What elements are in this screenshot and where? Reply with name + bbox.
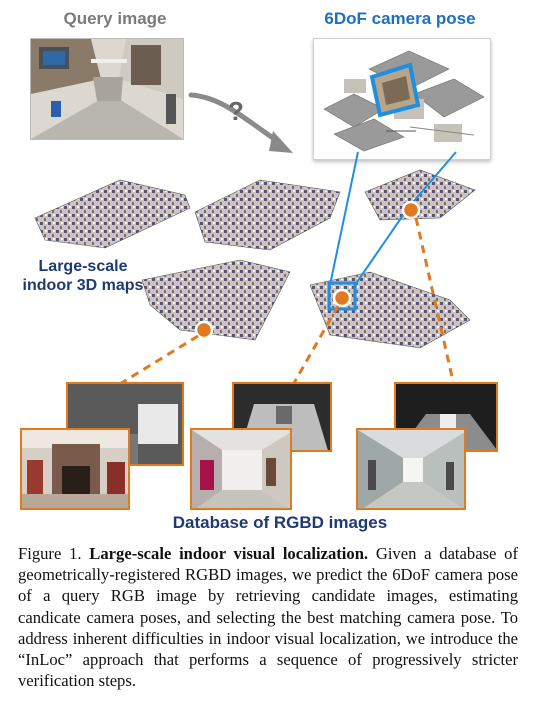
caption-title: Large-scale indoor visual localization. (89, 544, 369, 563)
rgb-image-2 (190, 428, 292, 510)
indoor-3d-maps (34, 151, 476, 390)
location-dot-3 (401, 200, 421, 220)
map-floor-1 (34, 179, 191, 249)
maps-label: Large-scale indoor 3D maps (8, 257, 158, 295)
map-floor-2 (194, 179, 341, 251)
camera-pose-label: 6DoF camera pose (324, 9, 476, 28)
query-arrow (188, 92, 293, 153)
location-dot-1 (194, 320, 214, 340)
caption-prefix: Figure 1. (18, 544, 90, 563)
map-floor-5 (309, 271, 471, 349)
maps-label-line2: indoor 3D maps (22, 277, 144, 294)
location-dot-2 (332, 288, 352, 308)
pose-highlight-box (327, 281, 357, 311)
database-label: Database of RGBD images (172, 513, 388, 532)
rgb-image-1 (20, 428, 130, 510)
camera-pose-view (313, 38, 491, 160)
caption-body: Given a database of geometrically-regist… (18, 544, 518, 691)
query-image (30, 38, 184, 140)
maps-label-line1: Large-scale (38, 258, 128, 275)
rgb-image-3 (356, 428, 466, 510)
query-image-label: Query image (63, 9, 167, 28)
map-floor-4 (141, 259, 291, 341)
question-mark: ? (228, 96, 244, 126)
figure-caption: Figure 1. Large-scale indoor visual loca… (18, 543, 518, 691)
